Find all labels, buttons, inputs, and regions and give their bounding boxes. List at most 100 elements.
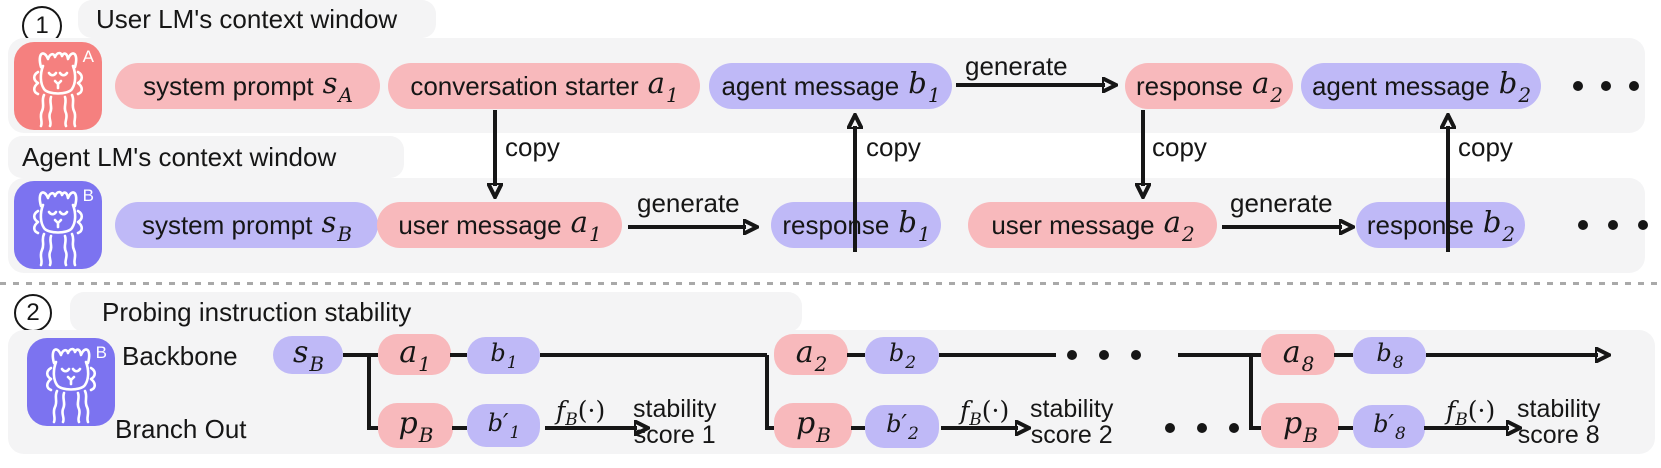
math-symbol: b8: [1376, 338, 1403, 372]
score-line2: score 1: [633, 421, 716, 449]
math-symbol: a2: [1163, 205, 1195, 244]
pill-conversation-starter-a1: conversation starter a1: [388, 63, 700, 109]
math-sub: 2: [905, 353, 917, 374]
badge-number: 2: [26, 299, 40, 326]
math-sub: 2: [907, 424, 919, 445]
math-symbol: sB: [292, 335, 324, 375]
math-symbol: b2: [889, 341, 917, 374]
math-base: b: [908, 66, 927, 101]
mpill-pB-1: pB: [378, 403, 453, 448]
icon-letter: A: [82, 47, 94, 66]
pill-label: user message: [991, 209, 1155, 240]
pill-label: agent message: [1311, 70, 1490, 101]
pill-response-a2: response a2: [1125, 63, 1293, 109]
score-line1: stability: [1030, 395, 1114, 423]
math-base: f: [556, 396, 566, 425]
math-base: a: [795, 334, 814, 370]
math-sub: 8: [1301, 351, 1315, 376]
math-base: f: [1446, 396, 1456, 425]
generate-label-row1: generate: [965, 51, 1068, 81]
score-line2: score 2: [1030, 421, 1113, 449]
llama-glyph: [32, 190, 84, 267]
math-sub: 1: [418, 351, 431, 376]
mpill-pB-2: pB: [774, 403, 852, 448]
generate-label-row2b: generate: [1230, 188, 1333, 218]
pill-agent-message-b2: agent message b2: [1301, 63, 1541, 109]
math-args: (·): [981, 396, 1010, 425]
mpill-b2-prime: b′2: [865, 405, 939, 448]
pill-label: system prompt: [143, 70, 314, 101]
pill-label: user message: [398, 209, 562, 240]
math-base: a: [647, 66, 665, 101]
user-llama-icon: A: [14, 42, 102, 130]
math-base: b: [1376, 338, 1392, 367]
math-symbol: a1: [647, 66, 679, 105]
llama-glyph: [45, 347, 97, 424]
math-base: s: [292, 335, 309, 370]
math-base: b: [898, 205, 917, 240]
math-symbol: b′8: [1373, 412, 1406, 443]
math-symbol: sA: [322, 66, 353, 105]
pill-label: system prompt: [141, 209, 313, 240]
pill-user-message-a1: user message a1: [377, 202, 622, 248]
math-base: s: [322, 66, 338, 101]
stability-score-1: stability score 1: [633, 396, 716, 448]
math-symbol: a1: [571, 208, 602, 244]
backbone-label: Backbone: [122, 341, 238, 371]
agent-llama-icon: B: [14, 181, 102, 269]
math-symbol: b1: [898, 205, 930, 244]
badge-number: 1: [35, 12, 49, 39]
mpill-a2: a2: [774, 334, 848, 375]
math-symbol: a2: [795, 334, 828, 374]
math-sub: B: [1455, 410, 1468, 430]
pill-label: agent message: [721, 70, 900, 101]
math-sub: 2: [814, 351, 828, 376]
dotted-divider: [0, 282, 1661, 285]
math-symbol: b2: [1483, 208, 1515, 244]
math-symbol: a2: [1251, 66, 1283, 105]
pill-agent-message-b1: agent message b1: [709, 63, 952, 109]
mpill-sB: sB: [273, 336, 343, 374]
score-fn-label-2: fB(·): [960, 396, 1009, 430]
math-sub: B: [816, 422, 831, 447]
score-line1: stability: [633, 395, 717, 423]
math-base: a: [1163, 205, 1181, 240]
math-symbol: pB: [796, 408, 831, 445]
math-symbol: b1: [490, 338, 517, 372]
pill-label: conversation starter: [410, 70, 639, 101]
math-base: b′: [487, 408, 509, 437]
pill-label: response: [1136, 70, 1243, 101]
mpill-pB-3: pB: [1261, 403, 1339, 448]
math-base: a: [1251, 66, 1270, 101]
pill-user-message-a2: user message a2: [968, 202, 1217, 248]
mpill-b8: b8: [1353, 337, 1426, 374]
score-line1: stability: [1517, 395, 1601, 423]
math-sub: 2: [1270, 82, 1283, 107]
branch-out-label: Branch Out: [115, 414, 247, 444]
icon-letter: B: [82, 186, 94, 205]
math-sub: 1: [509, 423, 521, 444]
mpill-a1: a1: [378, 334, 451, 375]
pill-system-prompt-sB: system prompt sB: [115, 202, 378, 248]
math-symbol: b1: [908, 66, 940, 105]
math-symbol: a8: [1283, 337, 1315, 374]
section-title-text: User LM's context window: [96, 3, 398, 34]
math-symbol: pB: [1283, 408, 1318, 445]
math-sub: A: [338, 82, 353, 107]
math-symbol: pB: [399, 408, 434, 445]
math-symbol: a1: [399, 334, 431, 374]
copy-label-3: copy: [1152, 132, 1207, 162]
math-sub: B: [565, 410, 578, 430]
math-base: a: [399, 334, 418, 370]
math-args: (·): [1467, 396, 1496, 425]
section-title-text: Probing instruction stability: [102, 296, 412, 327]
copy-label-4: copy: [1458, 132, 1513, 162]
math-symbol: b2: [1499, 69, 1531, 105]
math-base: b: [490, 338, 506, 367]
math-sub: B: [418, 422, 434, 447]
copy-label-2: copy: [866, 132, 921, 162]
math-args: (·): [577, 396, 606, 425]
math-symbol: b′2: [886, 412, 919, 445]
icon-letter: B: [95, 343, 107, 362]
